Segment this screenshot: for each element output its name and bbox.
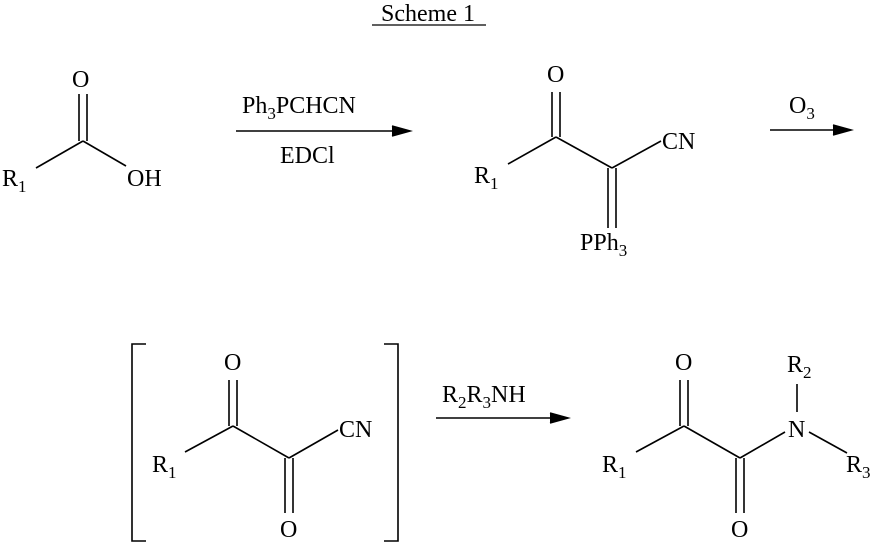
product-r1-label: R1 (602, 452, 627, 482)
product-oxygen-top: O (675, 350, 692, 376)
intermediate-oxygen-bottom: O (280, 517, 297, 543)
arrow-head (833, 125, 851, 135)
intermediate-nitrile: CN (339, 417, 372, 443)
bond (289, 430, 338, 458)
intermediate-r1-label: R1 (152, 452, 177, 482)
arrow-head (392, 126, 410, 136)
bond (508, 137, 556, 164)
ylide-oxygen: O (547, 62, 564, 88)
product-nitrogen: N (788, 417, 805, 443)
intermediate-oxygen-top: O (224, 350, 241, 376)
bond (36, 141, 83, 168)
reaction-arrow-1: Ph3PCHCN EDCl (236, 93, 410, 169)
acid-hydroxyl: OH (127, 166, 162, 192)
bond (809, 432, 847, 453)
product-oxygen-bottom: O (731, 517, 748, 543)
reaction-arrow-3: R2R3NH (436, 382, 568, 423)
scheme-title: Scheme 1 (381, 1, 475, 27)
bond (185, 426, 233, 452)
bond (636, 426, 684, 452)
carboxylic-acid: O OH R1 (2, 67, 162, 196)
bond (740, 432, 785, 458)
reagent-ozone: O3 (789, 93, 815, 123)
bond (233, 426, 289, 458)
bond (684, 426, 740, 458)
acyl-cyanide-intermediate: O O CN R1 (132, 344, 398, 543)
product-r3-label: R3 (846, 452, 871, 482)
ylide-triphenylphosphorane: PPh3 (580, 230, 627, 260)
bond (83, 141, 126, 166)
bond (556, 137, 612, 168)
ylide-r1-label: R1 (474, 163, 499, 193)
ketoamide-product: O O N R1 R2 R3 (602, 350, 871, 543)
reagent-edcl: EDCl (280, 143, 335, 169)
left-bracket (132, 344, 146, 541)
arrow-head (550, 413, 568, 423)
bond (612, 141, 661, 168)
reaction-arrow-2: O3 (770, 93, 851, 135)
acid-oxygen: O (72, 67, 89, 93)
right-bracket (384, 344, 398, 541)
product-r2-label: R2 (787, 352, 812, 382)
acid-r1-label: R1 (2, 166, 27, 196)
ylide-nitrile: CN (662, 129, 695, 155)
reagent-amine: R2R3NH (442, 382, 526, 412)
reagent-ph3pchcn: Ph3PCHCN (242, 93, 356, 123)
cyano-ylide: O CN R1 PPh3 (474, 62, 695, 260)
